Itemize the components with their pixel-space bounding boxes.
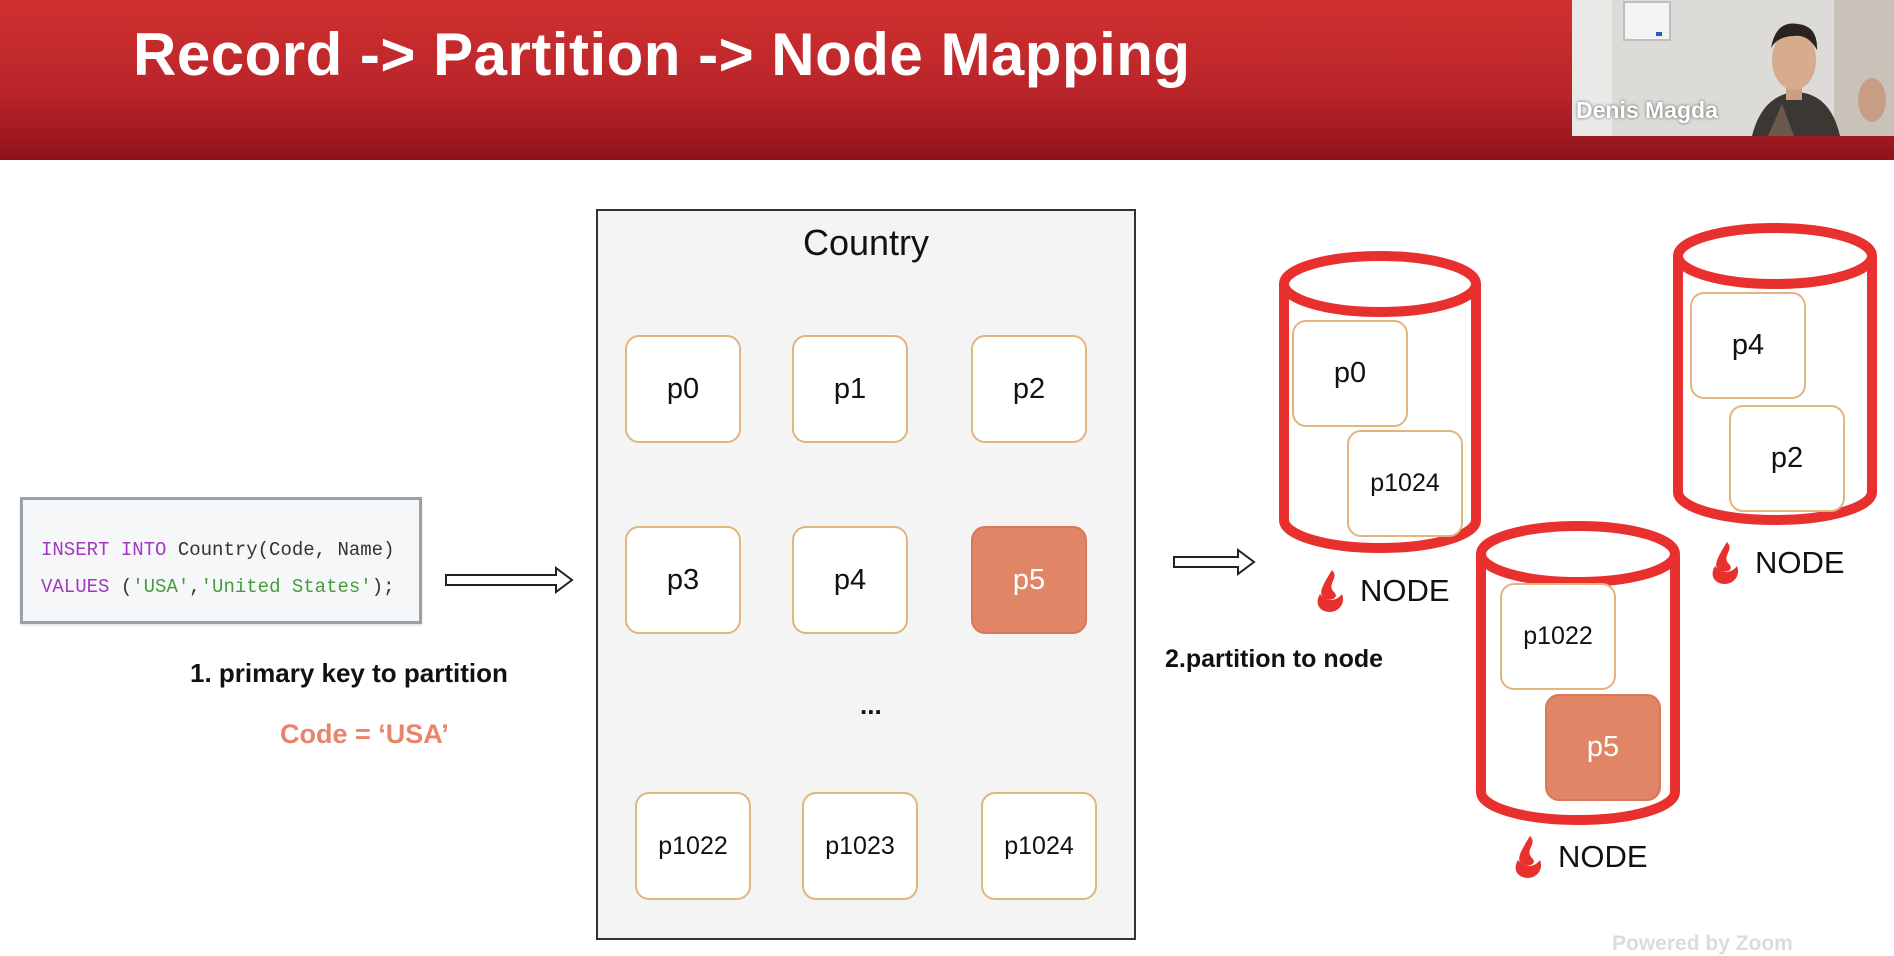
- ignite-flame-icon: [1515, 836, 1542, 878]
- table-partition-p1022: p1022: [635, 792, 751, 900]
- partition-label: p1022: [1523, 622, 1593, 650]
- sql-token: [109, 539, 120, 561]
- sql-statement-box: INSERT INTO Country(Code, Name) VALUES (…: [20, 497, 422, 624]
- speaker-name: Denis Magda: [1576, 97, 1718, 123]
- table-partition-p2: p2: [971, 335, 1087, 443]
- node-1-label: NODE: [1312, 568, 1450, 614]
- table-partition-ellipsis: ...: [860, 690, 882, 720]
- node-2-partition-p5: p5: [1545, 694, 1661, 801]
- step1-label: 1. primary key to partition: [190, 658, 508, 688]
- sql-token: 'USA': [132, 576, 190, 598]
- slide-title: Record -> Partition -> Node Mapping: [133, 21, 1191, 88]
- partition-label: p1024: [1004, 831, 1074, 860]
- sql-token: INSERT: [41, 539, 110, 561]
- table-partition-p1: p1: [792, 335, 908, 443]
- zoom-watermark: Powered by Zoom: [1612, 932, 1793, 955]
- arrow-table-to-nodes-icon: [1173, 548, 1256, 576]
- speaker-video-frame: [1572, 0, 1894, 136]
- table-name: Country: [802, 222, 930, 263]
- sql-token: INTO: [120, 539, 167, 561]
- node-label-text: NODE: [1755, 545, 1845, 580]
- partition-label: p5: [1012, 563, 1046, 596]
- node-2-partition-p1022: p1022: [1500, 583, 1616, 690]
- node-1-partition-p1024: p1024: [1347, 430, 1463, 537]
- partition-label: p4: [833, 563, 867, 596]
- partition-label: p1023: [825, 831, 895, 860]
- table-partition-p5: p5: [971, 526, 1087, 634]
- sql-token: 'United States': [200, 576, 372, 598]
- partition-label: p3: [666, 563, 700, 596]
- partition-label: p1022: [658, 831, 728, 860]
- table-partition-p1023: p1023: [802, 792, 918, 900]
- node-1-partition-p0: p0: [1292, 320, 1408, 427]
- partition-label: p0: [1333, 357, 1367, 389]
- table-partition-p0: p0: [625, 335, 741, 443]
- partition-label: p0: [666, 372, 700, 405]
- node-3-partition-p4: p4: [1690, 292, 1806, 399]
- node-3-label: NODE: [1707, 540, 1845, 586]
- node-2-label: NODE: [1510, 834, 1648, 880]
- node-label-text: NODE: [1360, 573, 1450, 608]
- node-label-text: NODE: [1558, 839, 1648, 874]
- sql-token: );: [371, 576, 395, 598]
- table-partition-p4: p4: [792, 526, 908, 634]
- partition-label: p5: [1586, 731, 1620, 763]
- ignite-flame-icon: [1317, 570, 1344, 612]
- sql-token: (: [109, 576, 133, 598]
- primary-key-expression: Code = ‘USA’: [280, 719, 449, 749]
- partition-label: p2: [1770, 442, 1804, 474]
- sql-line-1: INSERT INTO Country(Code, Name): [41, 532, 419, 569]
- partition-label: p1024: [1370, 469, 1440, 497]
- partition-label: p1: [833, 372, 867, 405]
- sql-token: ,: [189, 576, 201, 598]
- arrow-record-to-table-icon: [445, 566, 574, 594]
- node-3-partition-p2: p2: [1729, 405, 1845, 512]
- sql-line-2: VALUES ('USA','United States');: [41, 569, 419, 606]
- table-partition-p1024: p1024: [981, 792, 1097, 900]
- partition-label: p2: [1012, 372, 1046, 405]
- ignite-flame-icon: [1712, 542, 1739, 584]
- table-partition-p3: p3: [625, 526, 741, 634]
- speaker-video-tile[interactable]: Denis Magda: [1572, 0, 1894, 136]
- partition-label: p4: [1731, 329, 1765, 361]
- step2-label: 2.partition to node: [1165, 645, 1384, 673]
- sql-token: Country(Code, Name): [166, 539, 395, 561]
- sql-token: VALUES: [41, 576, 110, 598]
